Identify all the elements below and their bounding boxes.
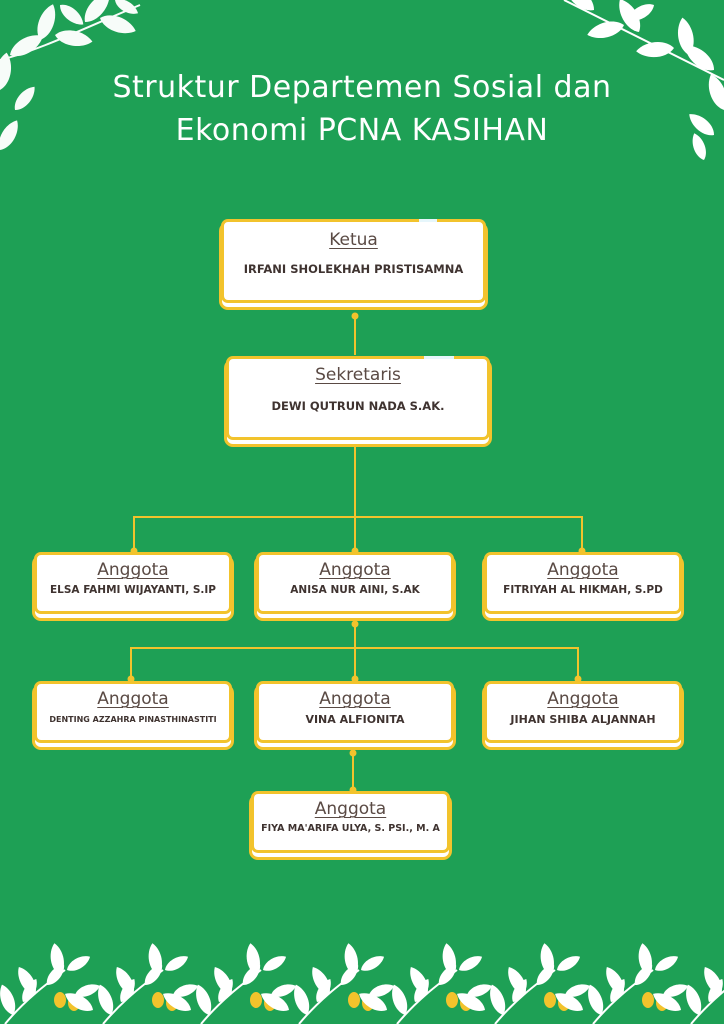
node-anggota-4: Anggota DENTING AZZAHRA PINASTHINASTITI: [34, 681, 232, 743]
node-name: FITRIYAH AL HIKMAH, S.PD: [503, 584, 663, 596]
node-role: Anggota: [319, 560, 391, 580]
tick-mark: [424, 356, 454, 359]
node-anggota-3: Anggota FITRIYAH AL HIKMAH, S.PD: [484, 552, 682, 614]
node-anggota-1: Anggota ELSA FAHMI WIJAYANTI, S.IP: [34, 552, 232, 614]
leaf-cluster-icon: [560, 0, 724, 162]
node-role: Anggota: [319, 689, 391, 709]
node-name: IRFANI SHOLEKHAH PRISTISAMNA: [243, 262, 464, 276]
node-name: JIHAN SHIBA ALJANNAH: [510, 713, 656, 726]
node-ketua: Ketua IRFANI SHOLEKHAH PRISTISAMNA: [221, 219, 486, 303]
yellow-flower-bud-icon: [642, 992, 654, 1008]
yellow-flower-bud-icon: [250, 992, 262, 1008]
yellow-flower-bud-icon: [54, 992, 66, 1008]
node-role: Anggota: [547, 689, 619, 709]
leaf-cluster-icon: [159, 942, 298, 1024]
node-role: Ketua: [329, 230, 378, 250]
node-anggota-2: Anggota ANISA NUR AINI, S.AK: [256, 552, 454, 614]
node-name: VINA ALFIONITA: [305, 713, 405, 726]
node-role: Anggota: [547, 560, 619, 580]
node-name: DEWI QUTRUN NADA S.AK.: [271, 399, 445, 413]
leaf-cluster-icon: [257, 942, 396, 1024]
node-name: FIYA MA'ARIFA ULYA, S. PSI., M. A: [261, 823, 440, 834]
leaf-cluster-icon: [61, 942, 200, 1024]
node-role: Anggota: [314, 799, 387, 819]
leaf-cluster-icon: [0, 0, 141, 154]
page-title-line-1: Struktur Departemen Sosial dan: [112, 70, 612, 105]
connector-dot: [351, 675, 359, 683]
yellow-flower-bud-icon: [544, 992, 556, 1008]
yellow-flower-bud-icon: [446, 992, 458, 1008]
node-name: ELSA FAHMI WIJAYANTI, S.IP: [50, 584, 216, 596]
connector-row-1: [133, 516, 583, 551]
leaf-cluster-icon: [649, 963, 724, 1024]
page-title-line-2: Ekonomi PCNA KASIHAN: [175, 113, 549, 148]
node-role: Sekretaris: [315, 365, 401, 385]
node-anggota-6: Anggota JIHAN SHIBA ALJANNAH: [484, 681, 682, 743]
yellow-flower-bud-icon: [348, 992, 360, 1008]
node-role: Anggota: [97, 689, 169, 709]
tick-mark: [419, 219, 437, 222]
yellow-flower-bud-icon: [152, 992, 164, 1008]
connector-dot: [351, 312, 359, 320]
connector-dot: [349, 749, 357, 757]
leaf-cluster-icon: [0, 942, 102, 1024]
node-anggota-5: Anggota VINA ALFIONITA: [256, 681, 454, 743]
node-name: ANISA NUR AINI, S.AK: [290, 584, 420, 596]
node-role: Anggota: [97, 560, 169, 580]
connector-dot: [127, 675, 135, 683]
node-sekretaris: Sekretaris DEWI QUTRUN NADA S.AK.: [226, 356, 490, 440]
node-name: DENTING AZZAHRA PINASTHINASTITI: [49, 715, 217, 724]
connector-dot: [574, 675, 582, 683]
leaf-cluster-icon: [355, 942, 494, 1024]
node-anggota-7: Anggota FIYA MA'ARIFA ULYA, S. PSI., M. …: [251, 791, 450, 853]
leaf-cluster-icon: [0, 942, 724, 1024]
connector-dot: [351, 620, 359, 628]
leaf-cluster-icon: [551, 942, 690, 1024]
leaf-cluster-icon: [453, 942, 592, 1024]
